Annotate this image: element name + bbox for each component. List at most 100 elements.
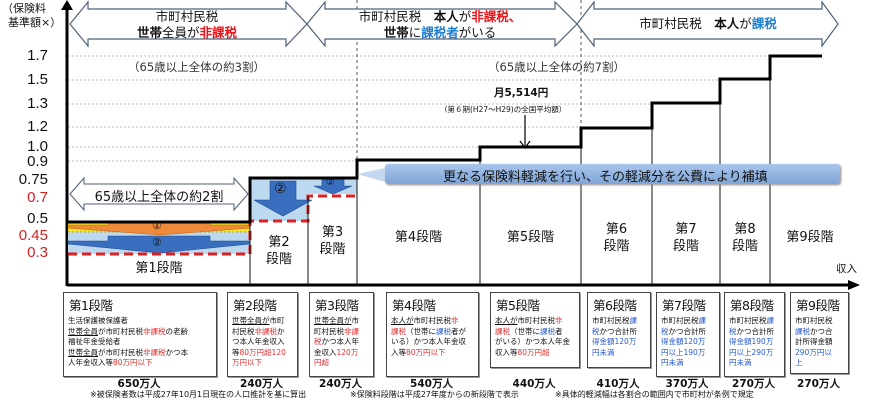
- card-text: 課: [629, 316, 638, 325]
- card-line: 円超: [314, 358, 329, 367]
- card-line: 円未満: [661, 358, 684, 367]
- card-line: 市町村民税: [795, 316, 833, 325]
- card-text: 市町村民税: [729, 316, 767, 325]
- card-line: 収入等80万円超: [495, 348, 575, 359]
- stage-3-l1: 第3: [321, 225, 344, 240]
- card-text: かつ合計所: [668, 326, 707, 336]
- card-text: 世帯全員が: [232, 316, 270, 325]
- card-title: 第4段階: [392, 298, 436, 313]
- card-text: 税: [592, 326, 600, 336]
- card-body: 市町村民税課 税かつ合計所 得金額120万 円未満: [588, 316, 650, 358]
- stage-2-l1: 第2: [268, 235, 290, 250]
- card-line: 本人が市町村民税非: [391, 316, 474, 327]
- card-text: 金収入: [314, 347, 337, 357]
- header-2-ga: が: [458, 9, 472, 24]
- x-axis-label: 収入: [836, 263, 857, 275]
- chart-stage-1-label: 第1段階: [135, 261, 183, 276]
- card-stage-6: 第6段階 市町村民税課 税かつ合計所 得金額120万 円未満: [587, 292, 651, 368]
- y-tick-0.5: 0.5: [27, 210, 48, 227]
- card-title: 第9段階: [796, 298, 840, 313]
- card-text: 市: [351, 316, 360, 325]
- card-line: 得金額190万: [729, 337, 774, 346]
- footnote-reduction-range: ※具体的軽減幅は各割合の範囲内で市町村が条例で規定: [555, 390, 754, 399]
- card-body: 市町村民税 課税かつ合 計所得金額 290万円以 上: [791, 316, 848, 369]
- y-tick-1.3: 1.3: [27, 95, 48, 112]
- y-tick-0.9: 0.9: [27, 153, 48, 170]
- card-body: 市町村民税課 税かつ合計所 得金額120万 円以上190万 円未満: [657, 316, 719, 369]
- card-title: 第6段階: [593, 298, 637, 313]
- card-line: 福祉年金受給者: [68, 337, 121, 346]
- card-text: （世帯に: [510, 326, 540, 336]
- card-line: いる）かつ本人年金収: [391, 337, 466, 346]
- count-stage-3: 240万人: [319, 378, 362, 390]
- card-text: 世帯全員: [68, 347, 98, 357]
- card-stage-3: 第3段階 世帯全員が市 町村民税非課 税かつ本人年 金収入120万 円超: [309, 292, 374, 377]
- card-line: 市町村民税課: [729, 316, 780, 327]
- card-line: 税かつ合計所: [729, 327, 780, 338]
- card-body: 世帯全員が市 町村民税非課 税かつ本人年 金収入120万 円超: [310, 316, 373, 369]
- card-title: 第7段階: [662, 298, 706, 313]
- card-text: 120万: [336, 347, 359, 357]
- card-text: 課: [698, 316, 707, 325]
- stage-7-l1: 第7: [675, 222, 697, 237]
- card-text: かつ本: [165, 347, 189, 357]
- card-line: 円以上190万: [661, 347, 706, 357]
- stage-7-l2: 段階: [672, 239, 699, 254]
- card-text: 非課: [344, 326, 359, 336]
- card-text: 世帯全員が: [314, 316, 352, 325]
- header-1-setai: 世帯: [136, 25, 162, 40]
- card-text: 課税: [540, 326, 555, 336]
- card-body: 市町村民税課 税かつ合計所 得金額190万 円以上290万 円未満: [725, 316, 784, 369]
- count-stage-7: 370万人: [665, 378, 709, 390]
- header-2-line2: 世帯に課税者がいる: [325, 25, 555, 41]
- header-arrow-3: [576, 0, 839, 48]
- card-line: 本人が市町村民税非: [495, 316, 575, 327]
- header-3-muni: 市町村民税: [639, 16, 715, 31]
- card-text: 非課税: [254, 326, 278, 336]
- card-text: 村民税: [232, 326, 255, 336]
- y-tick-0.75: 0.75: [18, 171, 48, 188]
- count-stage-8: 270万人: [732, 378, 775, 390]
- card-text: 80万円以下: [113, 358, 153, 367]
- header-group-self-nontaxable: 市町村民税 本人が非課税、 世帯に課税者がいる: [325, 9, 555, 41]
- card-line: 人年金収入等80万円以下: [68, 358, 212, 369]
- card-text: 収入等: [495, 347, 518, 357]
- card-text: 税: [729, 326, 737, 336]
- card-title: 第2段階: [233, 298, 277, 313]
- card-line: 得金額120万: [661, 337, 706, 346]
- card-text: かつ本人年: [321, 337, 360, 346]
- population-note-20pct: 65歳以上全体の約2割: [94, 190, 224, 205]
- card-text: 市町村民税: [413, 316, 452, 325]
- card-line: 計所得金額: [795, 337, 833, 346]
- y-axis-title: （保険料 基準額×）: [2, 2, 61, 30]
- card-line: 世帯全員が市町村民税非課税かつ本: [68, 348, 212, 359]
- header-2-honnin: 本人: [433, 9, 459, 24]
- header-1-zenin: 全員が: [161, 25, 200, 40]
- header-2-line1: 市町村民税 本人が非課税、: [325, 9, 555, 25]
- card-line: 生活保護被保護者: [68, 316, 128, 325]
- card-text: 80万円以下: [406, 347, 446, 357]
- card-stage-4: 第4段階 本人が市町村民税非 課税（世帯に課税者が いる）かつ本人年金収 入等8…: [386, 292, 479, 377]
- card-text: 者が: [451, 326, 466, 336]
- card-text: 非課税: [143, 347, 166, 357]
- card-text: かつ合計所: [599, 326, 638, 336]
- header-2-setai: 世帯: [383, 25, 409, 40]
- card-text: が市町村民税: [98, 326, 143, 336]
- header-2-kazeisha: 課税者: [421, 25, 459, 40]
- chart-stage-5-label: 第5段階: [506, 230, 555, 245]
- public-funding-banner: [385, 164, 840, 184]
- card-text: 等: [232, 347, 240, 357]
- card-text: が市町村民税: [98, 347, 143, 357]
- header-1-line2: 世帯全員が非課税: [88, 25, 286, 41]
- y-axis-title-line1: （保険料: [2, 2, 46, 15]
- card-stage-1: 第1段階 生活保護被保護者 世帯全員が市町村民税非課税の老齢 福祉年金受給者 世…: [63, 292, 217, 377]
- card-text: 人年金収入等: [68, 358, 113, 367]
- y-axis-title-line2: 基準額×）: [8, 16, 62, 29]
- header-3-ga: が: [739, 16, 752, 31]
- card-text: 非課税: [143, 326, 166, 336]
- card-line: 課税（世帯に課税者: [495, 327, 575, 338]
- card-text: か: [277, 326, 285, 336]
- y-tick-1.2: 1.2: [27, 118, 48, 135]
- stage-3-l2: 段階: [319, 242, 346, 257]
